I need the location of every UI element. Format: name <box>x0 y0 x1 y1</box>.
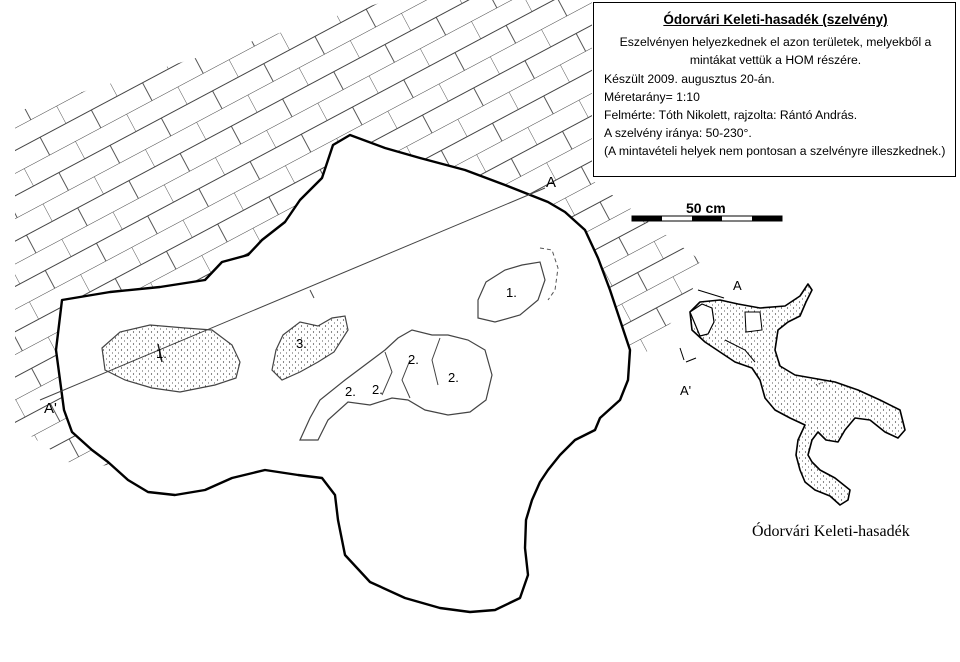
sample-area-1-left <box>101 324 241 393</box>
info-title: Ódorvári Keleti-hasadék (szelvény) <box>663 12 888 27</box>
scale-bar-label: 50 cm <box>686 200 726 216</box>
info-scale: Méretarány= 1:10 <box>604 89 700 104</box>
cave-plan-map <box>679 283 906 506</box>
info-line-1: Eszelvényen helyezkednek el azon terület… <box>619 35 932 50</box>
info-note: (A mintavételi helyek nem pontosan a sze… <box>604 144 946 159</box>
sample-area-3 <box>271 315 349 381</box>
info-authors: Felmérte: Tóth Nikolett, rajzolta: Rántó… <box>604 108 858 123</box>
info-line-2: mintákat vettük a HOM részére. <box>689 53 862 68</box>
section-tick <box>309 289 315 299</box>
info-date: Készült 2009. augusztus 20-án. <box>604 71 775 86</box>
map-label-a: A <box>733 278 742 293</box>
sample-number-1-left: 1. <box>156 346 167 361</box>
map-label-a-prime: A' <box>680 383 692 398</box>
sample-area-1-right <box>477 247 559 323</box>
map-caption: Ódorvári Keleti-hasadék <box>752 523 910 540</box>
info-box: Ódorvári Keleti-hasadék (szelvény) Eszel… <box>593 2 956 177</box>
section-label-a: A <box>546 174 557 191</box>
sample-number-1-right: 1. <box>506 285 517 300</box>
info-direction: A szelvény iránya: 50-230°. <box>604 126 752 141</box>
sample-number-2-a: 2. <box>345 384 356 399</box>
sample-number-2-c: 2. <box>408 352 419 367</box>
section-label-a-prime: A' <box>44 400 57 417</box>
sample-area-2-group <box>299 329 493 441</box>
sample-number-2-b: 2. <box>372 382 383 397</box>
cave-section-outline <box>54 133 632 614</box>
scale-bar <box>631 215 783 222</box>
sample-number-2-d: 2. <box>448 370 459 385</box>
sample-number-3: 3. <box>296 336 307 351</box>
